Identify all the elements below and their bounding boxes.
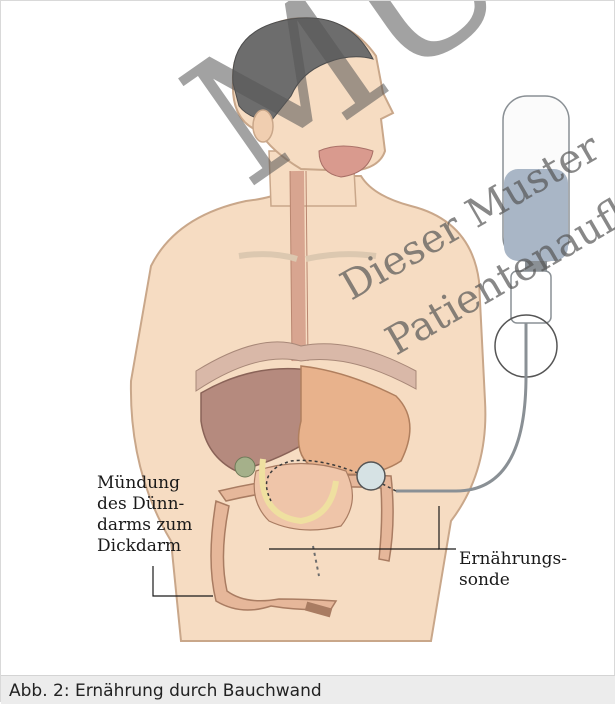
tube-stoma-plate [357, 462, 385, 490]
label-sonde-line: sonde [459, 570, 567, 591]
label-muendung-line: darms zum [97, 515, 192, 536]
iv-bag-liquid [504, 169, 568, 261]
label-muendung-line: Dickdarm [97, 536, 192, 557]
ear-shape [253, 110, 273, 142]
gall-bladder [235, 457, 255, 477]
label-ernaehrungssonde: Ernährungs- sonde [459, 549, 567, 591]
label-muendung-line: Mündung [97, 473, 192, 494]
caption-bar: Abb. 2: Ernährung durch Bauchwand [1, 675, 615, 704]
figure-caption: Abb. 2: Ernährung durch Bauchwand [9, 681, 322, 701]
label-sonde-line: Ernährungs- [459, 549, 567, 570]
iv-connector [525, 261, 547, 271]
label-muendung: Mündung des Dünn- darms zum Dickdarm [97, 473, 192, 557]
oesophagus [297, 171, 299, 361]
label-muendung-line: des Dünn- [97, 494, 192, 515]
